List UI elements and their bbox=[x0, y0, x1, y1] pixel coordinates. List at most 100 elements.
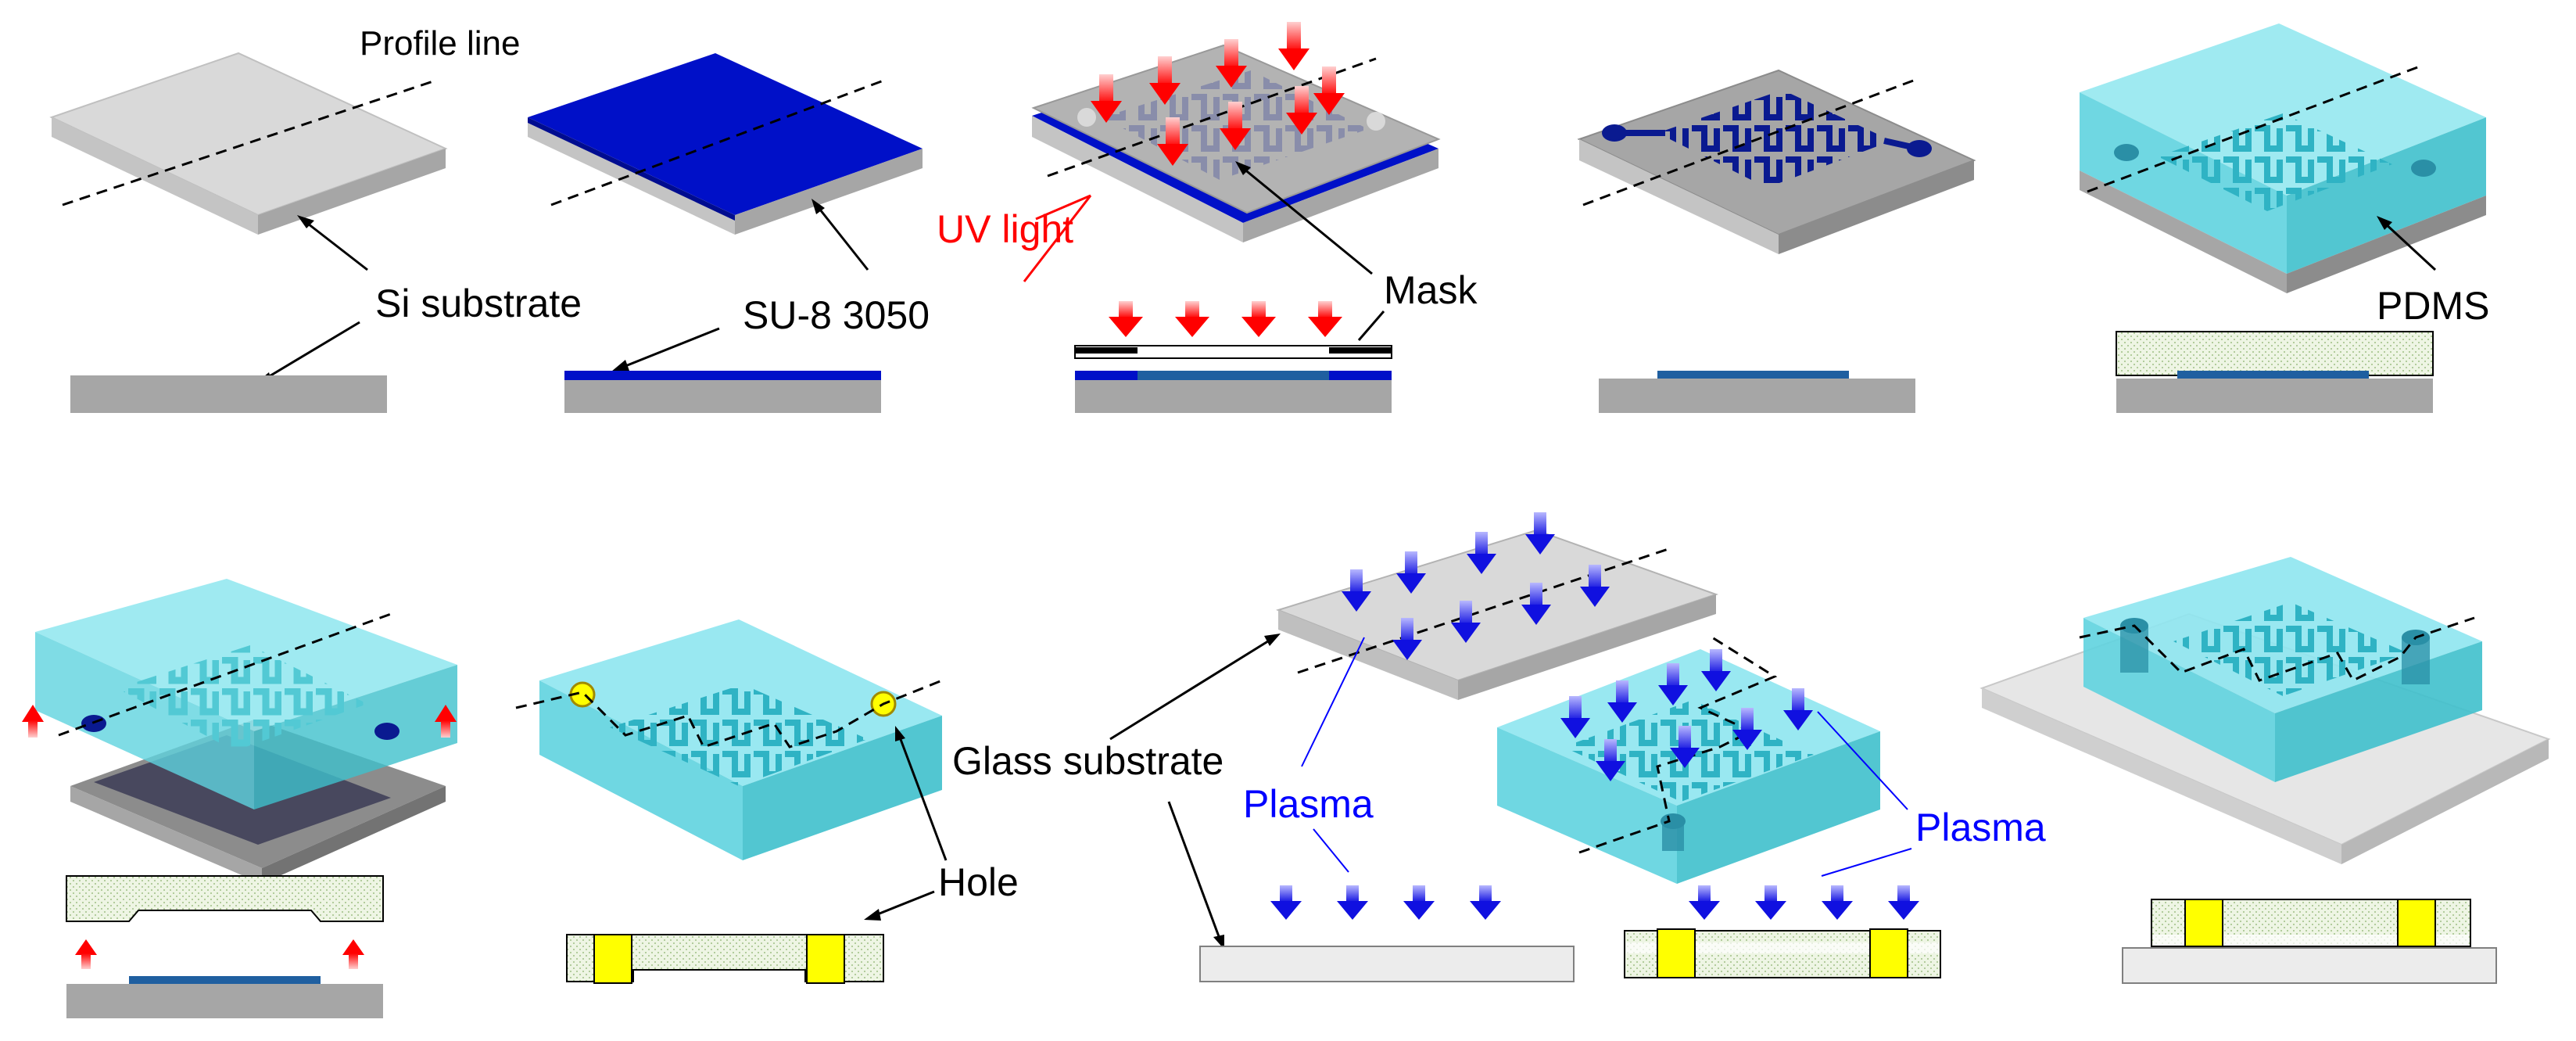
step-7-punch-holes: Hole bbox=[515, 619, 1019, 984]
glass-side-right bbox=[1458, 594, 1716, 700]
red-down-arrow-icon bbox=[1313, 66, 1345, 115]
leader-line bbox=[304, 220, 368, 271]
profile-line-dashed bbox=[1582, 78, 1916, 206]
blue-down-arrow-icon bbox=[1270, 885, 1302, 920]
step-9-bonded-device bbox=[1979, 557, 2551, 984]
blue-down-arrow-icon bbox=[1732, 708, 1762, 750]
mask-label: Mask bbox=[1384, 268, 1478, 312]
uv-leader-line bbox=[1035, 194, 1091, 221]
plasma-arrows-glass bbox=[1342, 512, 1610, 660]
hole-cross-section bbox=[593, 934, 632, 984]
su8-label: SU-8 3050 bbox=[743, 293, 930, 337]
blue-down-arrow-icon bbox=[1470, 885, 1501, 920]
si-wafer-side-left bbox=[70, 786, 262, 884]
leader-line bbox=[815, 205, 869, 271]
red-up-arrow-icon bbox=[342, 939, 364, 969]
inlet-port bbox=[2114, 144, 2139, 161]
step-8-plasma-treatment: Glass substrate Plasma Plasma bbox=[952, 512, 2046, 982]
su8-layer-edge bbox=[528, 117, 735, 221]
si-cross-section bbox=[66, 984, 383, 1018]
hole-channel bbox=[2120, 626, 2148, 673]
arrowhead bbox=[297, 215, 314, 228]
blue-down-arrow-icon bbox=[1337, 885, 1368, 920]
si-wafer-side-right bbox=[1779, 160, 1974, 254]
uv-arrows-top bbox=[1091, 22, 1345, 166]
blue-down-arrow-icon bbox=[1392, 618, 1422, 660]
pdms-block-side-right bbox=[254, 665, 457, 809]
outlet-port bbox=[1907, 140, 1932, 157]
blue-down-arrow-icon bbox=[1783, 688, 1813, 730]
plasma-arrows-section-glass bbox=[1270, 885, 1501, 920]
mold-cross-section bbox=[129, 976, 321, 984]
si-substrate-label: Si substrate bbox=[375, 282, 582, 325]
red-down-arrow-icon bbox=[1286, 86, 1317, 135]
blue-down-arrow-icon bbox=[1755, 885, 1786, 920]
plasma-leader-line bbox=[1313, 828, 1349, 873]
pdms-block-side-right bbox=[2275, 641, 2482, 782]
hole-cross-section bbox=[1657, 928, 1696, 978]
blue-down-arrow-icon bbox=[1596, 739, 1625, 781]
pdms-block-side-right bbox=[2287, 117, 2486, 274]
leader-line bbox=[1109, 638, 1271, 741]
si-cross-section bbox=[1075, 380, 1392, 413]
red-down-arrow-icon bbox=[1157, 117, 1188, 166]
profile-line-dashed bbox=[550, 79, 884, 206]
hole-cross-section bbox=[1869, 928, 1908, 978]
hole-channel bbox=[1662, 821, 1684, 851]
arrowhead bbox=[811, 199, 825, 214]
hole-cross-section bbox=[2184, 899, 2223, 947]
hole-cross-section bbox=[806, 934, 845, 984]
si-cross-section bbox=[70, 375, 387, 413]
exposed-region bbox=[1138, 371, 1329, 380]
profile-line-dashed bbox=[62, 78, 439, 206]
step-6-pdms-peel bbox=[22, 579, 457, 1018]
leader-line bbox=[621, 327, 720, 369]
pdms-channel bbox=[610, 684, 868, 786]
arrowhead bbox=[895, 726, 905, 741]
arrowhead bbox=[611, 360, 629, 372]
blue-down-arrow-icon bbox=[1396, 551, 1426, 594]
si-wafer-top bbox=[49, 52, 448, 217]
si-wafer-side-left bbox=[2080, 171, 2287, 293]
plasma-label-left: Plasma bbox=[1243, 782, 1374, 826]
blue-down-arrow-icon bbox=[1607, 680, 1637, 723]
red-down-arrow-icon bbox=[1109, 301, 1143, 337]
leader-line bbox=[2383, 221, 2437, 271]
profile-line-dashed bbox=[1578, 636, 1778, 854]
glass-side-right bbox=[2341, 739, 2549, 864]
profile-line-dashed bbox=[58, 612, 392, 737]
red-down-arrow-icon bbox=[1278, 22, 1309, 70]
red-down-arrow-icon bbox=[1241, 301, 1276, 337]
pdms-cross-section bbox=[566, 934, 884, 982]
step-5-pdms-casting: PDMS bbox=[2080, 23, 2489, 413]
inlet-port bbox=[1602, 124, 1627, 142]
red-down-arrow-icon bbox=[1220, 102, 1251, 150]
si-wafer-side-right bbox=[735, 149, 923, 235]
arrowhead bbox=[1264, 634, 1281, 646]
su8-cross-section bbox=[564, 371, 881, 380]
blue-down-arrow-icon bbox=[1822, 885, 1853, 920]
red-down-arrow-icon bbox=[1175, 301, 1209, 337]
blue-down-arrow-icon bbox=[1342, 569, 1371, 612]
blue-down-arrow-icon bbox=[1451, 601, 1481, 643]
red-up-arrow-icon bbox=[22, 705, 44, 738]
blue-down-arrow-icon bbox=[1521, 583, 1551, 625]
profile-line-dashed bbox=[1047, 57, 1377, 178]
uv-arrows-section bbox=[1109, 301, 1342, 337]
plasma-leader-line bbox=[1817, 711, 1908, 810]
pdms-cross-section bbox=[66, 875, 384, 922]
hole-cross-section bbox=[2397, 899, 2436, 947]
plasma-arrows-section-pdms bbox=[1689, 885, 1919, 920]
pdms-block-side-right bbox=[1677, 731, 1880, 884]
outlet-port bbox=[374, 723, 399, 740]
blue-down-arrow-icon bbox=[1670, 726, 1700, 768]
leader-line bbox=[1242, 167, 1373, 275]
plasma-leader-line bbox=[1301, 637, 1365, 767]
blue-down-arrow-icon bbox=[1658, 663, 1688, 705]
blue-down-arrow-icon bbox=[1467, 532, 1496, 574]
plasma-arrows-pdms bbox=[1560, 649, 1813, 781]
glass-cross-section bbox=[2122, 947, 2497, 984]
uv-leader-line bbox=[1023, 195, 1092, 282]
mask-port bbox=[1077, 108, 1096, 127]
plasma-leader-line bbox=[1821, 848, 1912, 877]
